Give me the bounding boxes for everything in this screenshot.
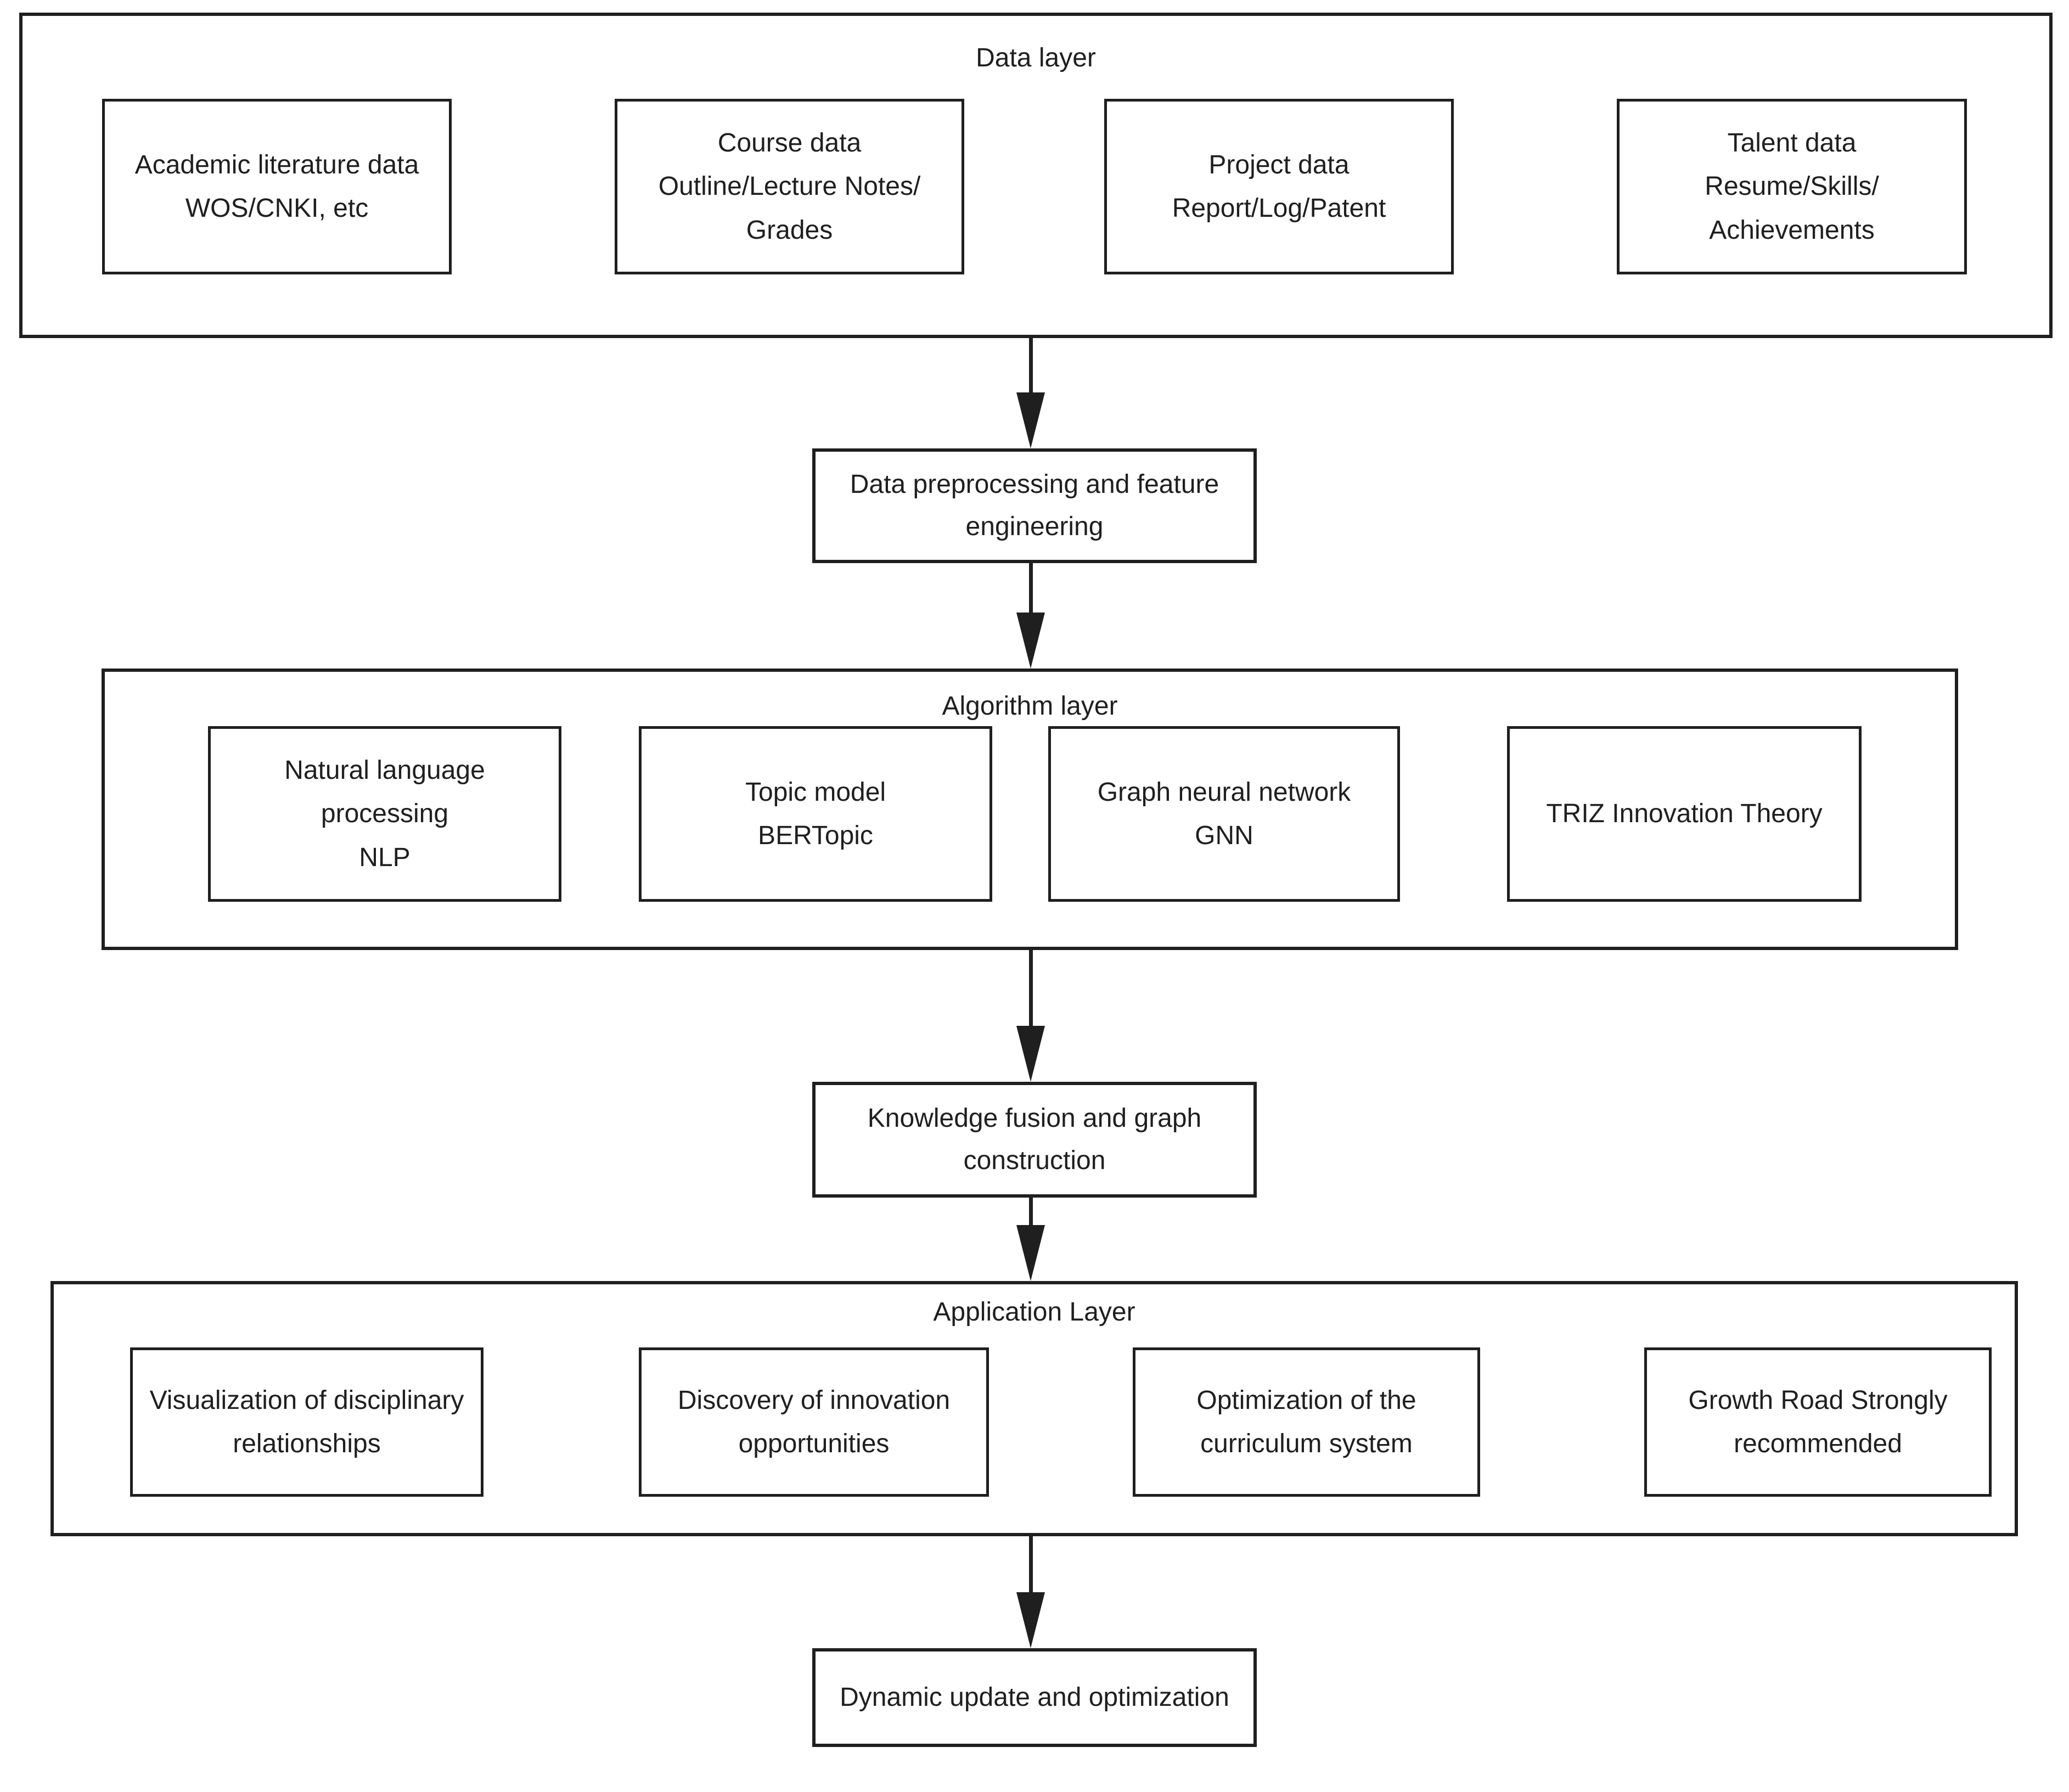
node-innovation-opportunities: Discovery of innovation opportunities [639,1347,989,1497]
arrow-head-icon [1016,1026,1045,1082]
node-academic-literature-data: Academic literature data WOS/CNKI, etc [102,99,452,274]
node-curriculum-optimization: Optimization of the curriculum system [1133,1347,1480,1497]
application-layer-container: Application Layer Visualization of disci… [50,1281,2018,1536]
node-talent-data: Talent data Resume/Skills/ Achievements [1617,99,1967,274]
box-dynamic-update: Dynamic update and optimization [812,1648,1257,1747]
arrow-shaft [1028,338,1033,392]
node-nlp: Natural language processing NLP [208,726,561,902]
arrow-application-to-dynamic [1014,1536,1047,1648]
arrow-shaft [1028,563,1033,613]
arrow-shaft [1028,950,1033,1026]
arrow-head-icon [1016,613,1045,669]
box-data-preprocessing: Data preprocessing and feature engineeri… [812,448,1257,563]
arrow-head-icon [1016,392,1045,448]
arrow-head-icon [1016,1225,1045,1281]
algorithm-layer-title: Algorithm layer [942,692,1118,721]
arrow-data-to-preprocessing [1014,338,1047,448]
arrow-shaft [1028,1198,1033,1225]
arrow-head-icon [1016,1592,1045,1648]
application-layer-title: Application Layer [933,1297,1135,1327]
data-layer-title: Data layer [976,43,1096,72]
node-bertopic: Topic model BERTopic [639,726,992,902]
arrow-algorithm-to-fusion [1014,950,1047,1082]
arrow-preprocessing-to-algorithm [1014,563,1047,669]
node-visualization-relationships: Visualization of disciplinary relationsh… [130,1347,483,1497]
algorithm-layer-container: Algorithm layer Natural language process… [102,669,1958,950]
arrow-shaft [1028,1536,1033,1592]
box-knowledge-fusion: Knowledge fusion and graph construction [812,1082,1257,1198]
node-gnn: Graph neural network GNN [1048,726,1400,902]
node-triz-theory: TRIZ Innovation Theory [1507,726,1862,902]
data-layer-container: Data layer Academic literature data WOS/… [19,13,2053,338]
node-course-data: Course data Outline/Lecture Notes/ Grade… [615,99,964,274]
node-project-data: Project data Report/Log/Patent [1104,99,1454,274]
node-growth-road-recommendation: Growth Road Strongly recommended [1644,1347,1992,1497]
arrow-fusion-to-application [1014,1198,1047,1281]
